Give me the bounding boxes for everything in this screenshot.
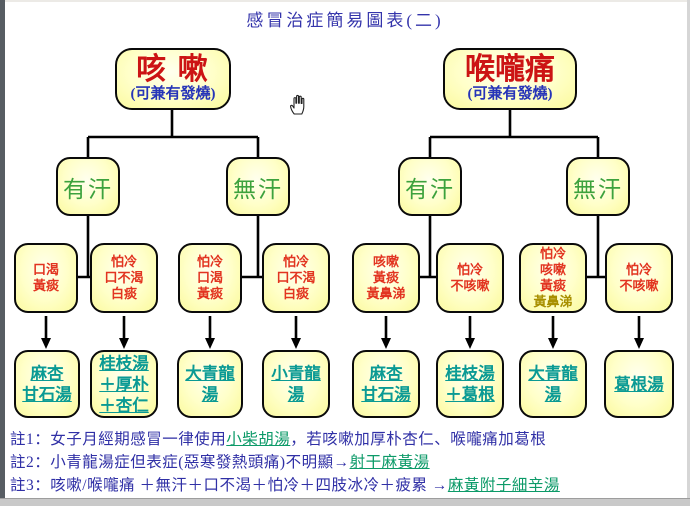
arrow-heads: [41, 338, 644, 349]
footnote-label: 註3：: [10, 477, 51, 494]
symptom-line: 黃痰: [32, 278, 59, 293]
symptom-line: 口渴: [32, 262, 59, 277]
treatment-line: 桂枝湯: [445, 364, 495, 383]
treatment-line: ＋葛根: [445, 385, 495, 404]
symptom-line: 咳嗽: [372, 254, 399, 269]
node-cough: 咳 嗽 (可兼有發燒): [115, 48, 231, 110]
footnotes: 註1：女子月經期感冒一律使用小柴胡湯，若咳嗽加厚朴杏仁、喉嚨痛加葛根 註2：小青…: [10, 428, 560, 497]
window-border-left: [0, 0, 5, 506]
footnote-text: 咳嗽/喉嚨痛 ＋無汗＋口不渴＋怕冷＋四肢冰冷＋疲累 →: [50, 477, 448, 494]
footnote-label: 註2：: [10, 454, 51, 471]
symptom-line: 怕冷: [110, 254, 137, 269]
treatment-line: 大青龍: [528, 364, 578, 383]
symptom-line: 怕冷: [196, 254, 223, 269]
node-no-sweat-right: 無汗: [566, 157, 630, 216]
treatment-box-8: 葛根湯: [604, 350, 674, 418]
treatment-line: ＋杏仁: [99, 395, 149, 415]
treatment-box-2: 桂枝湯 ＋厚朴 ＋杏仁: [90, 350, 158, 418]
treatment-line: 麻杏: [369, 364, 403, 383]
symptom-line: 黃鼻涕: [366, 286, 406, 301]
symptom-line: 咳嗽: [539, 262, 566, 277]
symptom-box-8: 怕冷 不咳嗽: [605, 243, 673, 313]
symptom-line-highlight: 黃鼻涕: [533, 294, 573, 309]
footnote-label: 註1：: [10, 431, 51, 448]
symptom-line: 黃痰: [372, 270, 399, 285]
hand-cursor-icon: [290, 94, 305, 115]
footnote-1: 註1：女子月經期感冒一律使用小柴胡湯，若咳嗽加厚朴杏仁、喉嚨痛加葛根: [10, 428, 560, 451]
symptom-box-7: 怕冷 咳嗽 黃痰 黃鼻涕: [519, 243, 587, 313]
symptom-line: 黃痰: [539, 278, 566, 293]
treatment-line: 湯: [287, 385, 305, 404]
symptom-line: 白痰: [282, 286, 309, 301]
treatment-box-5: 麻杏 甘石湯: [352, 350, 420, 418]
treatment-line: 甘石湯: [361, 385, 411, 404]
node-sore-throat-title: 喉嚨痛: [465, 53, 555, 86]
node-sore-throat-subtitle: (可兼有發燒): [467, 86, 553, 102]
symptom-line: 口不渴: [276, 270, 316, 285]
symptom-box-3: 怕冷 口渴 黃痰: [178, 243, 242, 313]
treatment-box-7: 大青龍 湯: [519, 350, 587, 418]
node-no-sweat-left: 無汗: [226, 157, 290, 216]
symptom-line: 怕冷: [456, 262, 483, 277]
symptom-line: 怕冷: [625, 262, 652, 277]
symptom-line: 口不渴: [104, 270, 144, 285]
page-title: 感冒治症簡易圖表(二): [246, 11, 444, 30]
window-border-top: [0, 0, 690, 2]
remedy-link-shegan-mahuang[interactable]: 射干麻黃湯: [349, 454, 430, 471]
node-sore-throat: 喉嚨痛 (可兼有發燒): [443, 48, 577, 110]
symptom-box-5: 咳嗽 黃痰 黃鼻涕: [352, 243, 420, 313]
remedy-link-mahuang-fuzi-xixin[interactable]: 麻黃附子細辛湯: [447, 477, 560, 494]
symptom-line: 不咳嗽: [619, 278, 659, 293]
treatment-box-1: 麻杏 甘石湯: [14, 350, 80, 418]
window-border-bottom: [0, 498, 690, 506]
symptom-line: 白痰: [110, 286, 137, 301]
treatment-box-4: 小青龍 湯: [262, 350, 330, 418]
symptom-box-4: 怕冷 口不渴 白痰: [262, 243, 330, 313]
symptom-line: 怕冷: [539, 246, 566, 261]
node-sweat-right: 有汗: [398, 157, 462, 216]
footnote-3: 註3：咳嗽/喉嚨痛 ＋無汗＋口不渴＋怕冷＋四肢冰冷＋疲累 →麻黃附子細辛湯: [10, 474, 560, 497]
treatment-box-3: 大青龍 湯: [177, 350, 243, 418]
branch-label: 無汗: [233, 176, 283, 202]
remedy-link-xiaochaihu[interactable]: 小柴胡湯: [226, 431, 291, 448]
treatment-line: 葛根湯: [614, 374, 664, 394]
symptom-line: 怕冷: [282, 254, 309, 269]
node-sweat-left: 有汗: [56, 157, 120, 216]
symptom-box-1: 口渴 黃痰: [14, 243, 78, 313]
treatment-line: 湯: [201, 385, 219, 404]
footnote-2: 註2：小青龍湯症但表症(惡寒發熱頭痛)不明顯→射干麻黃湯: [10, 451, 560, 474]
treatment-line: 湯: [544, 385, 562, 404]
branch-label: 有汗: [405, 176, 455, 202]
footnote-text: 小青龍湯症但表症(惡寒發熱頭痛)不明顯→: [50, 454, 350, 471]
treatment-box-6: 桂枝湯 ＋葛根: [436, 350, 504, 418]
footnote-text: ，若咳嗽加厚朴杏仁、喉嚨痛加葛根: [290, 431, 547, 448]
branch-label: 有汗: [63, 176, 113, 202]
treatment-line: 甘石湯: [22, 385, 72, 404]
treatment-line: 小青龍: [271, 364, 321, 383]
symptom-line: 口渴: [196, 270, 223, 285]
symptom-box-6: 怕冷 不咳嗽: [436, 243, 504, 313]
footnote-text: 女子月經期感冒一律使用: [50, 431, 227, 448]
treatment-line: ＋厚朴: [99, 374, 149, 394]
window-border-right: [687, 0, 690, 506]
treatment-line: 麻杏: [30, 364, 64, 383]
treatment-line: 大青龍: [185, 364, 235, 383]
symptom-line: 不咳嗽: [450, 278, 490, 293]
symptom-box-2: 怕冷 口不渴 白痰: [90, 243, 158, 313]
node-cough-subtitle: (可兼有發燒): [130, 86, 216, 102]
symptom-line: 黃痰: [196, 286, 223, 301]
branch-label: 無汗: [573, 176, 623, 202]
node-cough-title: 咳 嗽: [136, 53, 210, 86]
treatment-line: 桂枝湯: [99, 353, 149, 373]
